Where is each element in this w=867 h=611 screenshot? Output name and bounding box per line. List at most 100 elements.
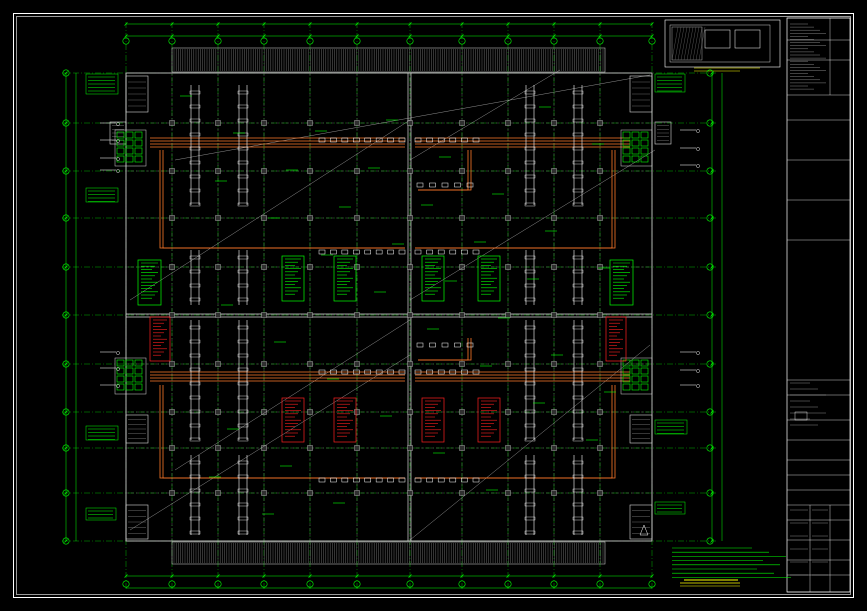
zone-note-panel xyxy=(421,255,445,302)
company-logo-mark xyxy=(794,411,808,421)
duct-diffuser xyxy=(572,395,584,400)
structural-column xyxy=(551,120,557,126)
duct-diffuser xyxy=(572,325,584,330)
structural-column xyxy=(407,445,413,451)
dimension-tick xyxy=(170,574,174,578)
duct-diffuser xyxy=(189,381,201,386)
fan-coil-unit xyxy=(449,477,457,483)
section-marker-icon xyxy=(116,157,120,161)
zone-warning-panel xyxy=(281,397,305,443)
stair-core xyxy=(125,414,149,444)
dimension-tick xyxy=(64,313,68,317)
duct-diffuser xyxy=(237,339,249,344)
structural-column xyxy=(261,120,267,126)
axis-bubble-icon xyxy=(62,311,70,319)
duct-diffuser xyxy=(189,488,201,493)
duct-diffuser xyxy=(524,339,536,344)
structural-column xyxy=(307,409,313,415)
fan-coil-unit xyxy=(330,477,337,483)
manifold-green-unit xyxy=(631,155,640,163)
duct-diffuser xyxy=(189,90,201,95)
fan-coil-unit xyxy=(318,369,326,375)
fan-coil-unit xyxy=(364,477,371,483)
manifold-green-unit xyxy=(631,359,640,367)
fan-coil-unit xyxy=(364,249,371,255)
manifold-green-unit xyxy=(116,375,125,383)
structural-column xyxy=(261,361,267,367)
duct-diffuser xyxy=(572,353,584,358)
dimension-tick xyxy=(598,574,602,578)
duct-diffuser xyxy=(237,353,249,358)
duct-diffuser xyxy=(572,502,584,507)
structural-column xyxy=(459,312,465,318)
structural-column xyxy=(307,445,313,451)
duct-diffuser xyxy=(572,132,584,137)
structural-column xyxy=(407,264,413,270)
dimension-tick xyxy=(598,34,602,38)
dimension-tick xyxy=(64,121,68,125)
fan-coil-unit xyxy=(330,137,337,143)
duct-diffuser xyxy=(189,174,201,179)
zone-warning-panel xyxy=(477,397,501,443)
duct-diffuser xyxy=(189,460,201,465)
fan-coil-unit xyxy=(318,137,326,143)
duct-diffuser xyxy=(189,188,201,193)
structural-column xyxy=(215,312,221,318)
manifold-green-unit xyxy=(640,359,649,367)
structural-column xyxy=(597,409,603,415)
axis-bubble-icon xyxy=(706,263,714,271)
duct-diffuser xyxy=(572,423,584,428)
structural-column xyxy=(169,168,175,174)
fan-coil-unit xyxy=(426,137,433,143)
duct-diffuser xyxy=(572,118,584,123)
dimension-tick xyxy=(64,216,68,220)
axis-bubble-icon xyxy=(260,37,268,45)
callout-note xyxy=(85,187,119,203)
axis-bubble-icon xyxy=(550,580,558,588)
duct-diffuser xyxy=(524,367,536,372)
duct-diffuser xyxy=(572,460,584,465)
structural-column xyxy=(551,168,557,174)
dimension-tick xyxy=(170,22,174,26)
fan-coil-unit xyxy=(472,137,480,143)
structural-column xyxy=(307,361,313,367)
structural-column xyxy=(354,409,360,415)
structural-column xyxy=(407,120,413,126)
structural-column xyxy=(505,490,511,496)
zone-note-panel xyxy=(609,259,634,306)
duct-diffuser xyxy=(237,160,249,165)
structural-column xyxy=(261,312,267,318)
duct-diffuser xyxy=(524,502,536,507)
axis-bubble-icon xyxy=(706,444,714,452)
duct-diffuser xyxy=(524,488,536,493)
structural-column xyxy=(597,312,603,318)
structural-column xyxy=(459,168,465,174)
structural-column xyxy=(407,168,413,174)
key-plan-hatch-line xyxy=(674,26,682,61)
structural-column xyxy=(459,120,465,126)
structural-column xyxy=(505,445,511,451)
structural-column xyxy=(307,490,313,496)
duct-diffuser xyxy=(524,460,536,465)
fan-coil-unit xyxy=(341,249,349,255)
duct-diffuser xyxy=(237,283,249,288)
duct-diffuser xyxy=(237,297,249,302)
duct-diffuser xyxy=(237,530,249,535)
key-plan-building xyxy=(734,29,761,49)
structural-column xyxy=(551,361,557,367)
dimension-tick xyxy=(64,169,68,173)
callout-note xyxy=(654,501,686,515)
duct-diffuser xyxy=(237,104,249,109)
axis-bubble-icon xyxy=(504,37,512,45)
duct-diffuser xyxy=(237,516,249,521)
manifold-green-unit xyxy=(631,139,640,147)
structural-column xyxy=(597,120,603,126)
manifold-green-unit xyxy=(640,367,649,375)
duct-diffuser xyxy=(237,474,249,479)
leader-diagonal xyxy=(409,344,651,541)
dimension-tick xyxy=(64,539,68,543)
axis-bubble-icon xyxy=(706,214,714,222)
fan-coil-unit xyxy=(398,477,406,483)
axis-bubble-icon xyxy=(353,580,361,588)
